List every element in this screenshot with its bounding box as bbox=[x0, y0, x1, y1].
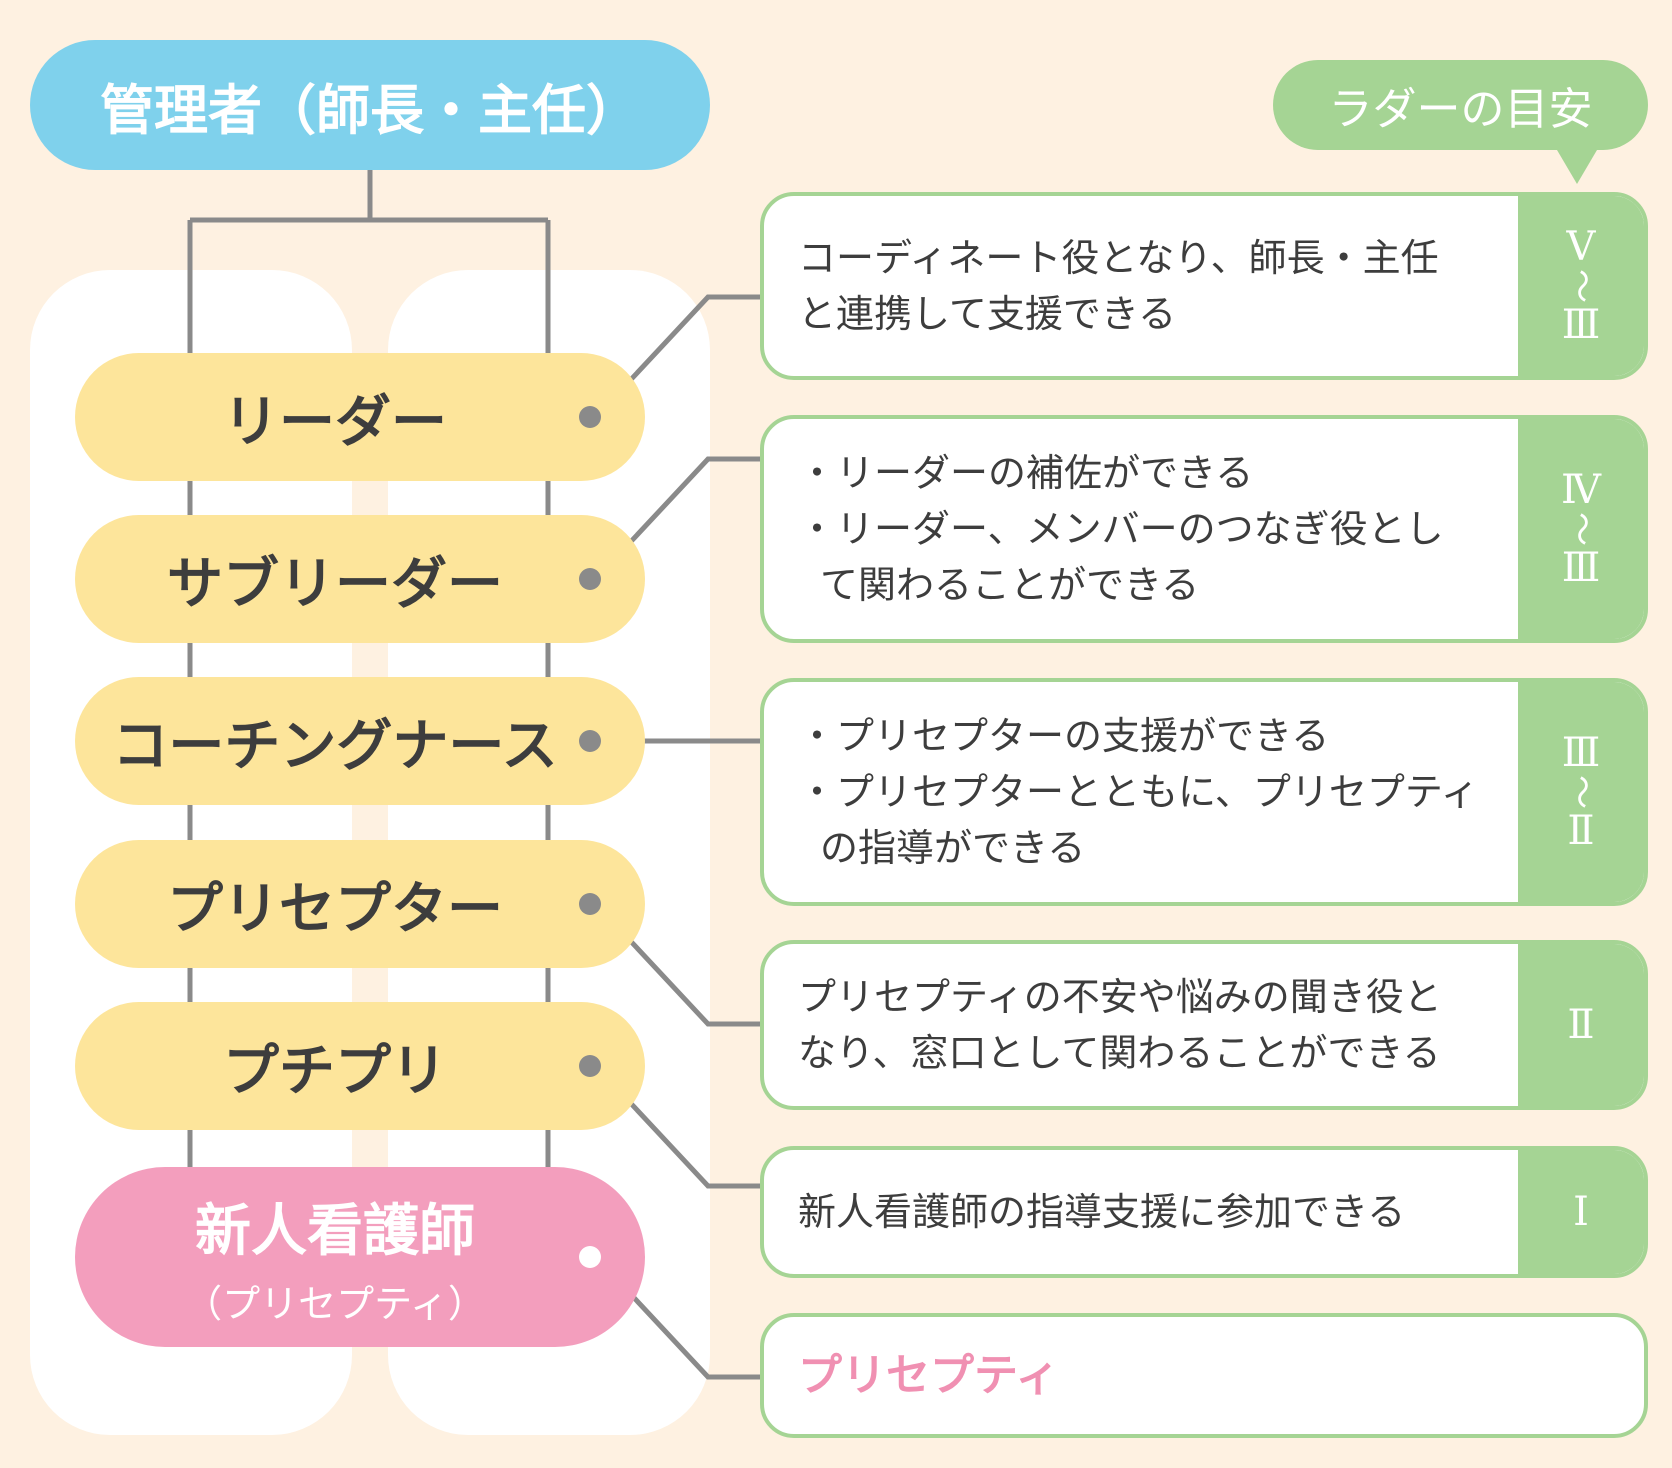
ladder-level: Ⅰ bbox=[1518, 1150, 1644, 1274]
description-text: ・リーダーの補佐ができる ・リーダー、メンバーのつなぎ役とし て関わることができ… bbox=[798, 419, 1504, 639]
role-coaching-nurse: コーチングナース bbox=[75, 677, 645, 805]
description-line: 新人看護師の指導支援に参加できる bbox=[798, 1190, 1406, 1234]
description-line: て関わることができる bbox=[820, 563, 1200, 607]
description-line: ・プリセプターの支援ができる bbox=[798, 714, 1330, 758]
ladder-level-tilde: ～ bbox=[1561, 775, 1601, 809]
role-leader: リーダー bbox=[75, 353, 645, 481]
ladder-pointer-icon bbox=[1557, 150, 1597, 184]
description-line: なり、窓口として関わることができる bbox=[798, 1031, 1441, 1075]
description-coaching-nurse: ・プリセプターの支援ができる ・プリセプターとともに、プリセプティ の指導ができ… bbox=[760, 678, 1648, 906]
connector-dot bbox=[579, 730, 601, 752]
ladder-guide-text: ラダーの目安 bbox=[1328, 84, 1593, 135]
connector-dot bbox=[579, 568, 601, 590]
ladder-level: Ⅱ bbox=[1518, 944, 1644, 1106]
manager-box: 管理者（師長・主任） bbox=[30, 40, 710, 170]
role-label: プリセプター bbox=[167, 876, 503, 942]
description-leader: コーディネート役となり、師長・主任 と連携して支援できる V ～ Ⅲ bbox=[760, 192, 1648, 380]
role-label: 新人看護師 bbox=[195, 1199, 475, 1264]
description-line: ・リーダーの補佐ができる bbox=[798, 451, 1254, 495]
description-new-nurse: プリセプティ bbox=[760, 1313, 1648, 1438]
ladder-level-bottom: Ⅲ bbox=[1561, 545, 1601, 591]
role-label: サブリーダー bbox=[167, 551, 503, 617]
description-line: プリセプティ bbox=[798, 1349, 1060, 1401]
connector-subleader bbox=[594, 456, 760, 581]
connector-dot bbox=[579, 406, 601, 428]
ladder-level-single: Ⅱ bbox=[1567, 1002, 1595, 1048]
description-line: ・リーダー、メンバーのつなぎ役とし bbox=[798, 507, 1444, 551]
description-text: プリセプティの不安や悩みの聞き役と なり、窓口として関わることができる bbox=[798, 944, 1504, 1106]
ladder-level-top: Ⅳ bbox=[1561, 467, 1601, 513]
description-text: 新人看護師の指導支援に参加できる bbox=[798, 1150, 1504, 1274]
role-subleader: サブリーダー bbox=[75, 515, 645, 643]
ladder-level: Ⅲ ～ Ⅱ bbox=[1518, 682, 1644, 902]
ladder-level-top: V bbox=[1566, 224, 1596, 270]
description-line: ・プリセプターとともに、プリセプティ bbox=[798, 770, 1479, 814]
ladder-level: Ⅳ ～ Ⅲ bbox=[1518, 419, 1644, 639]
role-puchipuri: プチプリ bbox=[75, 1002, 645, 1130]
description-text: コーディネート役となり、師長・主任 と連携して支援できる bbox=[798, 196, 1504, 376]
ladder-level-tilde: ～ bbox=[1561, 269, 1601, 303]
description-text: ・プリセプターの支援ができる ・プリセプターとともに、プリセプティ の指導ができ… bbox=[798, 682, 1504, 902]
role-new-nurse: 新人看護師 （プリセプティ） bbox=[75, 1167, 645, 1347]
description-line: と連携して支援できる bbox=[798, 292, 1177, 336]
role-label: コーチングナース bbox=[112, 713, 558, 779]
ladder-level-bottom: Ⅱ bbox=[1567, 808, 1595, 854]
role-label: リーダー bbox=[223, 389, 447, 455]
role-label: プチプリ bbox=[223, 1038, 447, 1104]
connector-dot bbox=[579, 1246, 601, 1268]
role-sublabel: （プリセプティ） bbox=[184, 1282, 486, 1326]
ladder-level-bottom: Ⅲ bbox=[1561, 302, 1601, 348]
connector-preceptor bbox=[594, 902, 760, 1027]
connector-puchipuri bbox=[594, 1064, 760, 1189]
description-text: プリセプティ bbox=[798, 1317, 1504, 1434]
role-preceptor: プリセプター bbox=[75, 840, 645, 968]
description-line: プリセプティの不安や悩みの聞き役と bbox=[798, 975, 1442, 1019]
manager-label: 管理者（師長・主任） bbox=[100, 78, 640, 142]
ladder-level-top: Ⅲ bbox=[1561, 730, 1601, 776]
description-line: の指導ができる bbox=[820, 826, 1086, 870]
ladder-guide-label: ラダーの目安 bbox=[1273, 60, 1648, 150]
description-subleader: ・リーダーの補佐ができる ・リーダー、メンバーのつなぎ役とし て関わることができ… bbox=[760, 415, 1648, 643]
connector-dot bbox=[579, 1055, 601, 1077]
description-preceptor: プリセプティの不安や悩みの聞き役と なり、窓口として関わることができる Ⅱ bbox=[760, 940, 1648, 1110]
ladder-level: V ～ Ⅲ bbox=[1518, 196, 1644, 376]
connector-leader bbox=[594, 294, 760, 419]
description-line: コーディネート役となり、師長・主任 bbox=[798, 236, 1439, 280]
connector-dot bbox=[579, 893, 601, 915]
ladder-level-tilde: ～ bbox=[1561, 512, 1601, 546]
description-puchipuri: 新人看護師の指導支援に参加できる Ⅰ bbox=[760, 1146, 1648, 1278]
ladder-level-single: Ⅰ bbox=[1573, 1189, 1589, 1235]
